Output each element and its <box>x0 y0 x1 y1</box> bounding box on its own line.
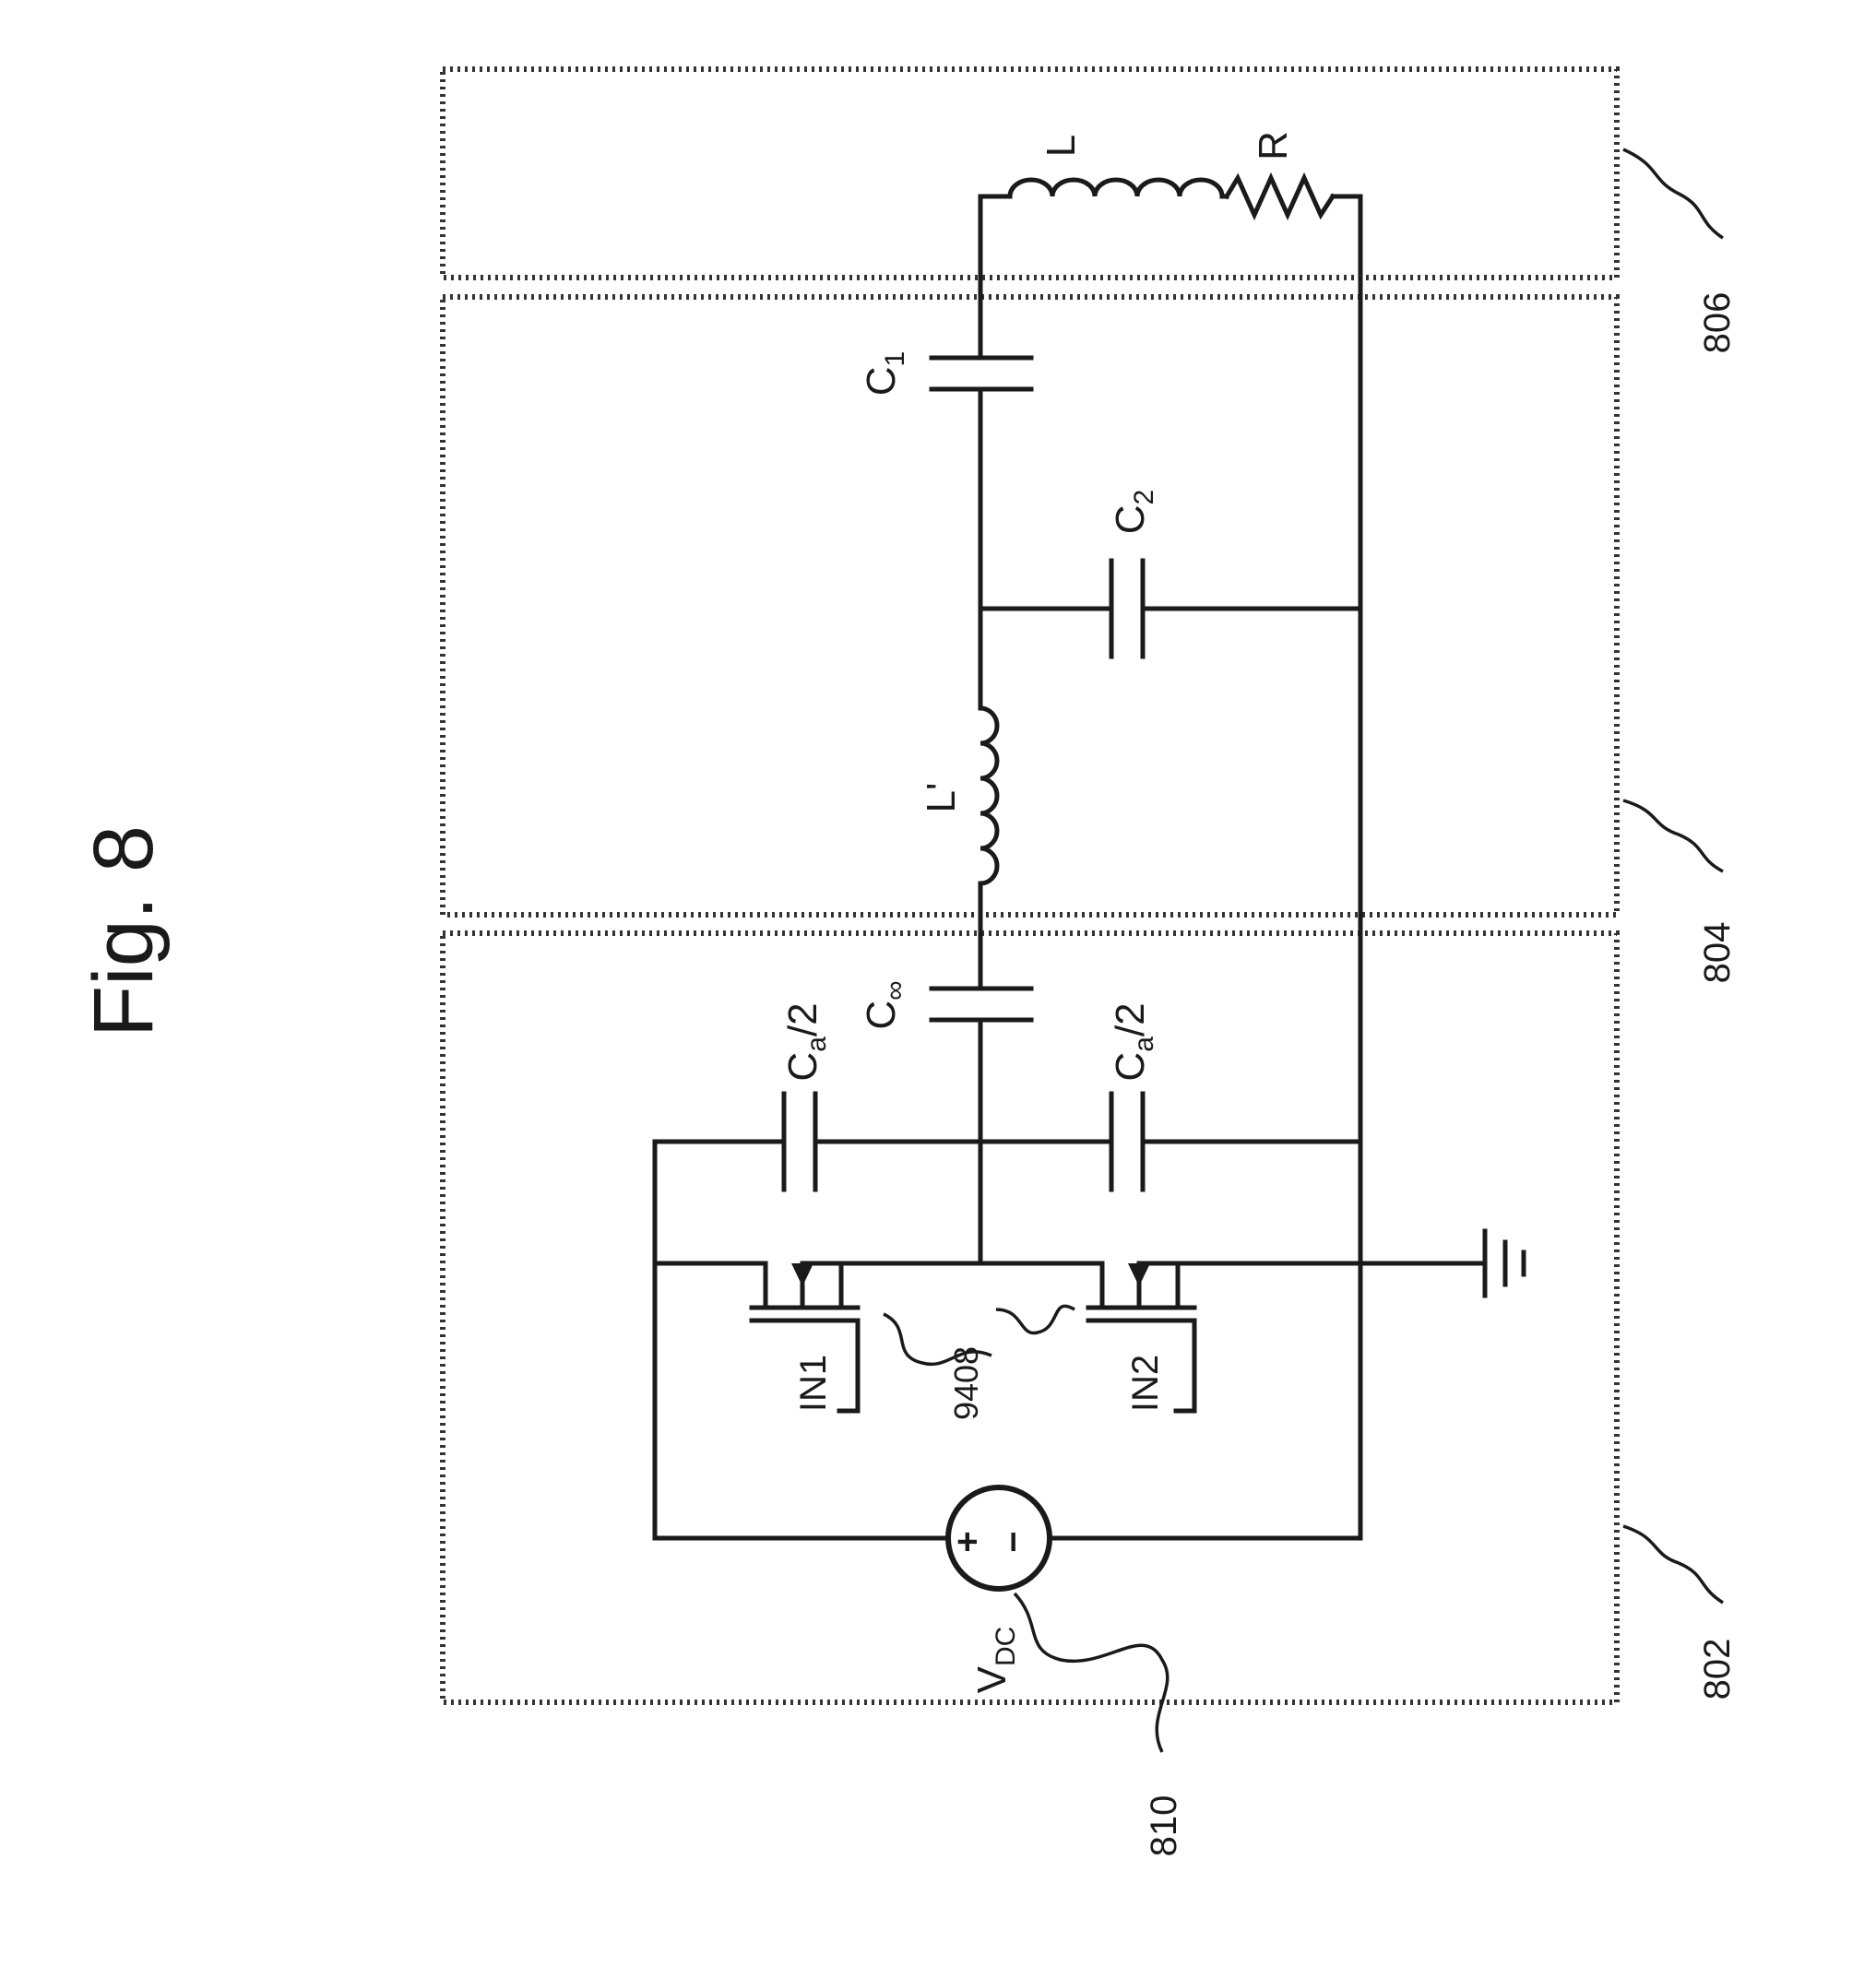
svg-text:C1: C1 <box>859 351 910 396</box>
cinf-sub: ∞ <box>880 980 910 1000</box>
svg-text:C∞: C∞ <box>859 980 910 1029</box>
c1-label: C1 <box>859 351 910 396</box>
transistor-1-label: IN1 <box>793 1355 834 1412</box>
load-resistor-label: R <box>1251 131 1296 160</box>
c1-sub: 1 <box>880 351 910 367</box>
inductor-lp-label: L' <box>919 783 964 813</box>
dc-source-minus: − <box>993 1531 1034 1552</box>
svg-text:VDC: VDC <box>969 1627 1021 1694</box>
dc-source-sub: DC <box>991 1627 1021 1666</box>
ca-bottom-base: C <box>1108 1052 1153 1082</box>
ca-bottom-suffix: /2 <box>1108 1002 1153 1036</box>
ca-top-sub: a <box>801 1036 832 1052</box>
region-806-label: 806 <box>1697 292 1738 354</box>
c2-base: C <box>1108 504 1153 534</box>
dc-source-label: VDC <box>969 1627 1021 1694</box>
mosfet-ref-leader-2 <box>996 1306 1075 1332</box>
ca-top-suffix: /2 <box>780 1002 825 1036</box>
cinf-label: C∞ <box>859 980 910 1029</box>
region-802-label: 802 <box>1697 1639 1738 1700</box>
source-ref-leader <box>1015 1593 1168 1752</box>
inductor-lp-symbol <box>980 708 997 883</box>
region-804-leader <box>1623 800 1723 871</box>
load-inductor-label: L <box>1039 135 1084 157</box>
svg-text:Ca/2: Ca/2 <box>1108 1002 1159 1081</box>
ca-bottom-label: Ca/2 <box>1108 1002 1159 1081</box>
region-box-806 <box>443 69 1617 278</box>
ground-icon <box>1485 1231 1524 1296</box>
figure-title: Fig. 8 <box>77 825 171 1037</box>
mosfet-ref-label: 9408 <box>947 1346 985 1420</box>
ca-top-label: Ca/2 <box>780 1002 832 1081</box>
region-802-leader <box>1623 1526 1723 1603</box>
region-804-label: 804 <box>1697 922 1738 984</box>
transistor-2-label: IN2 <box>1125 1355 1166 1412</box>
ca-top-base: C <box>780 1052 825 1082</box>
load-inductor-symbol <box>1010 180 1222 196</box>
svg-text:Ca/2: Ca/2 <box>780 1002 832 1081</box>
dc-source-base: V <box>969 1665 1015 1693</box>
load-resistor-symbol <box>1227 178 1333 215</box>
region-806-leader <box>1623 149 1723 238</box>
dc-source-plus: + <box>947 1531 988 1552</box>
svg-text:C2: C2 <box>1108 490 1159 534</box>
c2-sub: 2 <box>1129 490 1159 505</box>
ca-bottom-sub: a <box>1129 1036 1159 1052</box>
source-ref-label: 810 <box>1144 1795 1184 1857</box>
c1-base: C <box>859 366 904 396</box>
region-box-802 <box>443 933 1617 1702</box>
c2-label: C2 <box>1108 490 1159 534</box>
cinf-base: C <box>859 1001 904 1030</box>
